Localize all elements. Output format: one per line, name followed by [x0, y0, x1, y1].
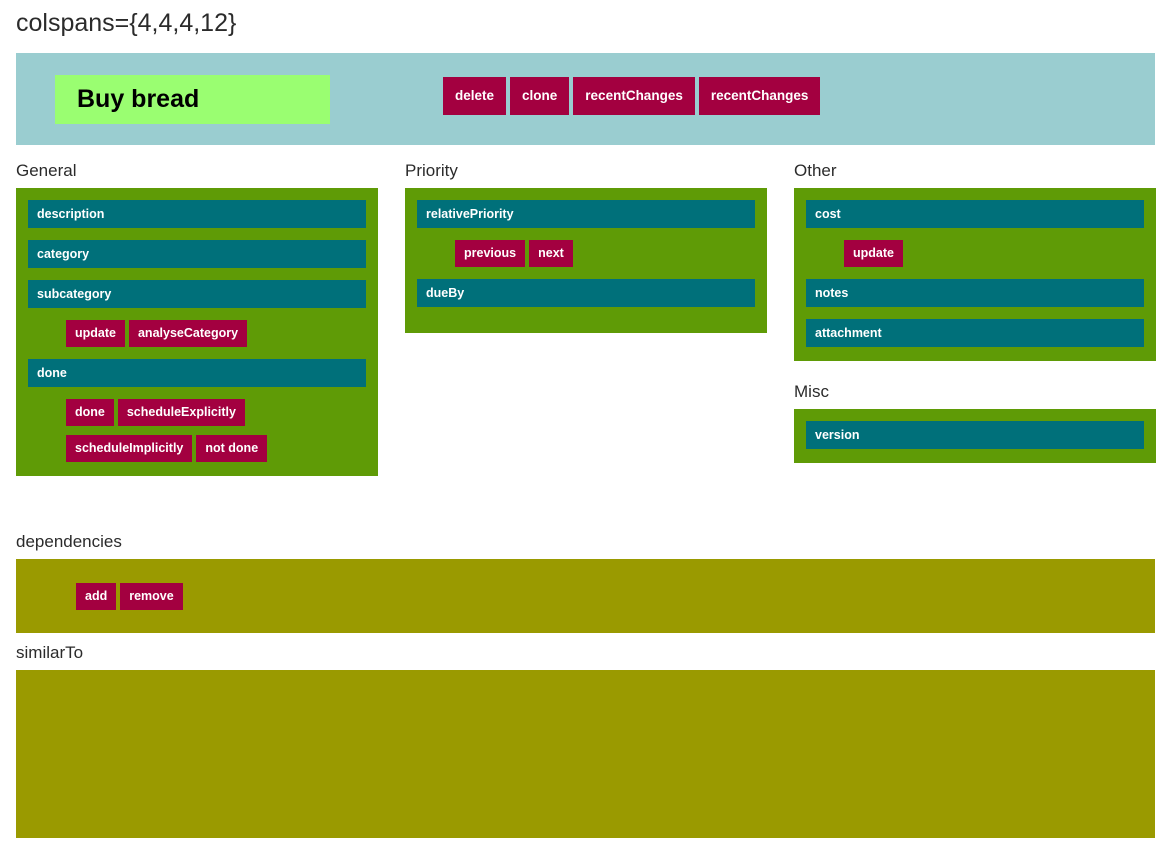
section-label-priority: Priority: [405, 161, 458, 180]
category-action-row: update analyseCategory: [66, 320, 366, 347]
section-similar-to: similarTo: [16, 642, 1155, 838]
done-action-row-1: done scheduleExplicitly: [66, 399, 366, 426]
panel-general: description category subcategory update …: [16, 188, 378, 476]
page-title: colspans={4,4,4,12}: [16, 9, 237, 37]
header-bar: Buy bread delete clone recentChanges rec…: [16, 53, 1155, 145]
delete-button[interactable]: delete: [443, 77, 507, 115]
done-button[interactable]: done: [66, 399, 114, 426]
field-version[interactable]: version: [806, 421, 1144, 449]
next-button[interactable]: next: [529, 240, 573, 267]
recent-changes-button-2[interactable]: recentChanges: [698, 77, 821, 115]
remove-dependency-button[interactable]: remove: [120, 583, 183, 610]
panel-priority: relativePriority previous next dueBy: [405, 188, 767, 333]
panel-dependencies: add remove: [16, 559, 1155, 633]
section-label-misc: Misc: [794, 382, 829, 401]
add-dependency-button[interactable]: add: [76, 583, 117, 610]
task-title-box[interactable]: Buy bread: [55, 75, 330, 124]
section-label-dependencies: dependencies: [16, 532, 122, 551]
column-priority: Priority relativePriority previous next …: [405, 160, 767, 333]
column-general: General description category subcategory…: [16, 160, 378, 476]
field-relative-priority[interactable]: relativePriority: [417, 200, 755, 228]
section-label-other: Other: [794, 161, 837, 180]
recent-changes-button[interactable]: recentChanges: [573, 77, 695, 115]
panel-misc: version: [794, 409, 1156, 463]
section-dependencies: dependencies add remove: [16, 531, 1155, 633]
section-label-similar-to: similarTo: [16, 643, 84, 662]
done-action-row-2: scheduleImplicitly not done: [66, 435, 366, 462]
section-label-general: General: [16, 161, 77, 180]
field-done[interactable]: done: [28, 359, 366, 387]
update-cost-button[interactable]: update: [844, 240, 903, 267]
not-done-button[interactable]: not done: [196, 435, 268, 462]
field-subcategory[interactable]: subcategory: [28, 280, 366, 308]
header-action-bar: delete clone recentChanges recentChanges: [443, 77, 821, 115]
panel-similar-to: [16, 670, 1155, 838]
clone-button[interactable]: clone: [510, 77, 570, 115]
field-category[interactable]: category: [28, 240, 366, 268]
field-cost[interactable]: cost: [806, 200, 1144, 228]
field-due-by[interactable]: dueBy: [417, 279, 755, 307]
analyse-category-button[interactable]: analyseCategory: [128, 320, 248, 347]
panel-other: cost update notes attachment: [794, 188, 1156, 361]
update-category-button[interactable]: update: [66, 320, 125, 347]
field-notes[interactable]: notes: [806, 279, 1144, 307]
dependencies-action-row: add remove: [76, 583, 183, 610]
previous-button[interactable]: previous: [455, 240, 526, 267]
schedule-explicitly-button[interactable]: scheduleExplicitly: [117, 399, 245, 426]
field-description[interactable]: description: [28, 200, 366, 228]
column-other: Other cost update notes attachment Misc …: [794, 160, 1156, 463]
cost-action-row: update: [844, 240, 1144, 267]
priority-action-row: previous next: [455, 240, 755, 267]
schedule-implicitly-button[interactable]: scheduleImplicitly: [66, 435, 193, 462]
task-title-text: Buy bread: [77, 85, 200, 113]
field-attachment[interactable]: attachment: [806, 319, 1144, 347]
